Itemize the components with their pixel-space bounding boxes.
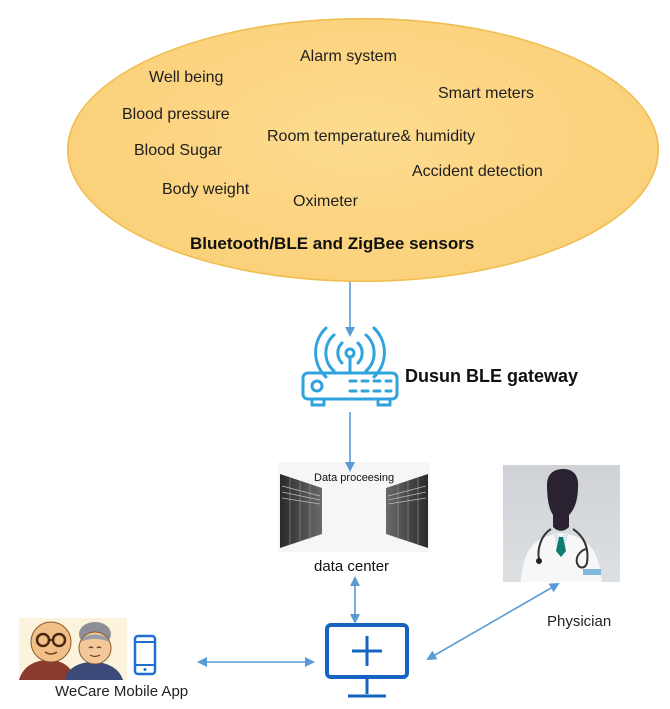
server-racks-icon	[278, 462, 430, 552]
elderly-couple-icon	[19, 621, 123, 680]
sensors-cloud	[67, 18, 659, 282]
data-processing-caption: Data proceesing	[314, 472, 395, 484]
arrow-monitor-physician	[426, 583, 560, 660]
sensor-oximeter: Oximeter	[293, 193, 358, 210]
sensor-body-weight: Body weight	[162, 181, 250, 198]
sensor-well-being: Well being	[149, 69, 224, 86]
sensor-accident-detection: Accident detection	[412, 163, 543, 180]
doctor-silhouette-icon	[521, 469, 602, 582]
elderly-couple-image	[19, 618, 127, 680]
data-center-image	[278, 462, 430, 552]
sensors-title: Bluetooth/BLE and ZigBee sensors	[190, 234, 475, 253]
sensor-smart-meters: Smart meters	[438, 85, 535, 102]
data-center-label: data center	[314, 558, 390, 575]
physician-image	[503, 465, 620, 582]
sensor-room-temperature-humidity: Room temperature& humidity	[267, 128, 476, 145]
wifi-router-icon	[301, 326, 399, 407]
gateway-label: Dusun BLE gateway	[405, 366, 579, 386]
physician-label: Physician	[547, 613, 612, 630]
sensor-blood-sugar: Blood Sugar	[134, 142, 223, 159]
medical-monitor-icon[interactable]	[324, 622, 414, 702]
mobile-app-label: WeCare Mobile App	[55, 683, 189, 700]
sensor-alarm-system: Alarm system	[300, 48, 397, 65]
smartphone-icon	[133, 634, 157, 676]
sensor-blood-pressure: Blood pressure	[122, 106, 230, 123]
